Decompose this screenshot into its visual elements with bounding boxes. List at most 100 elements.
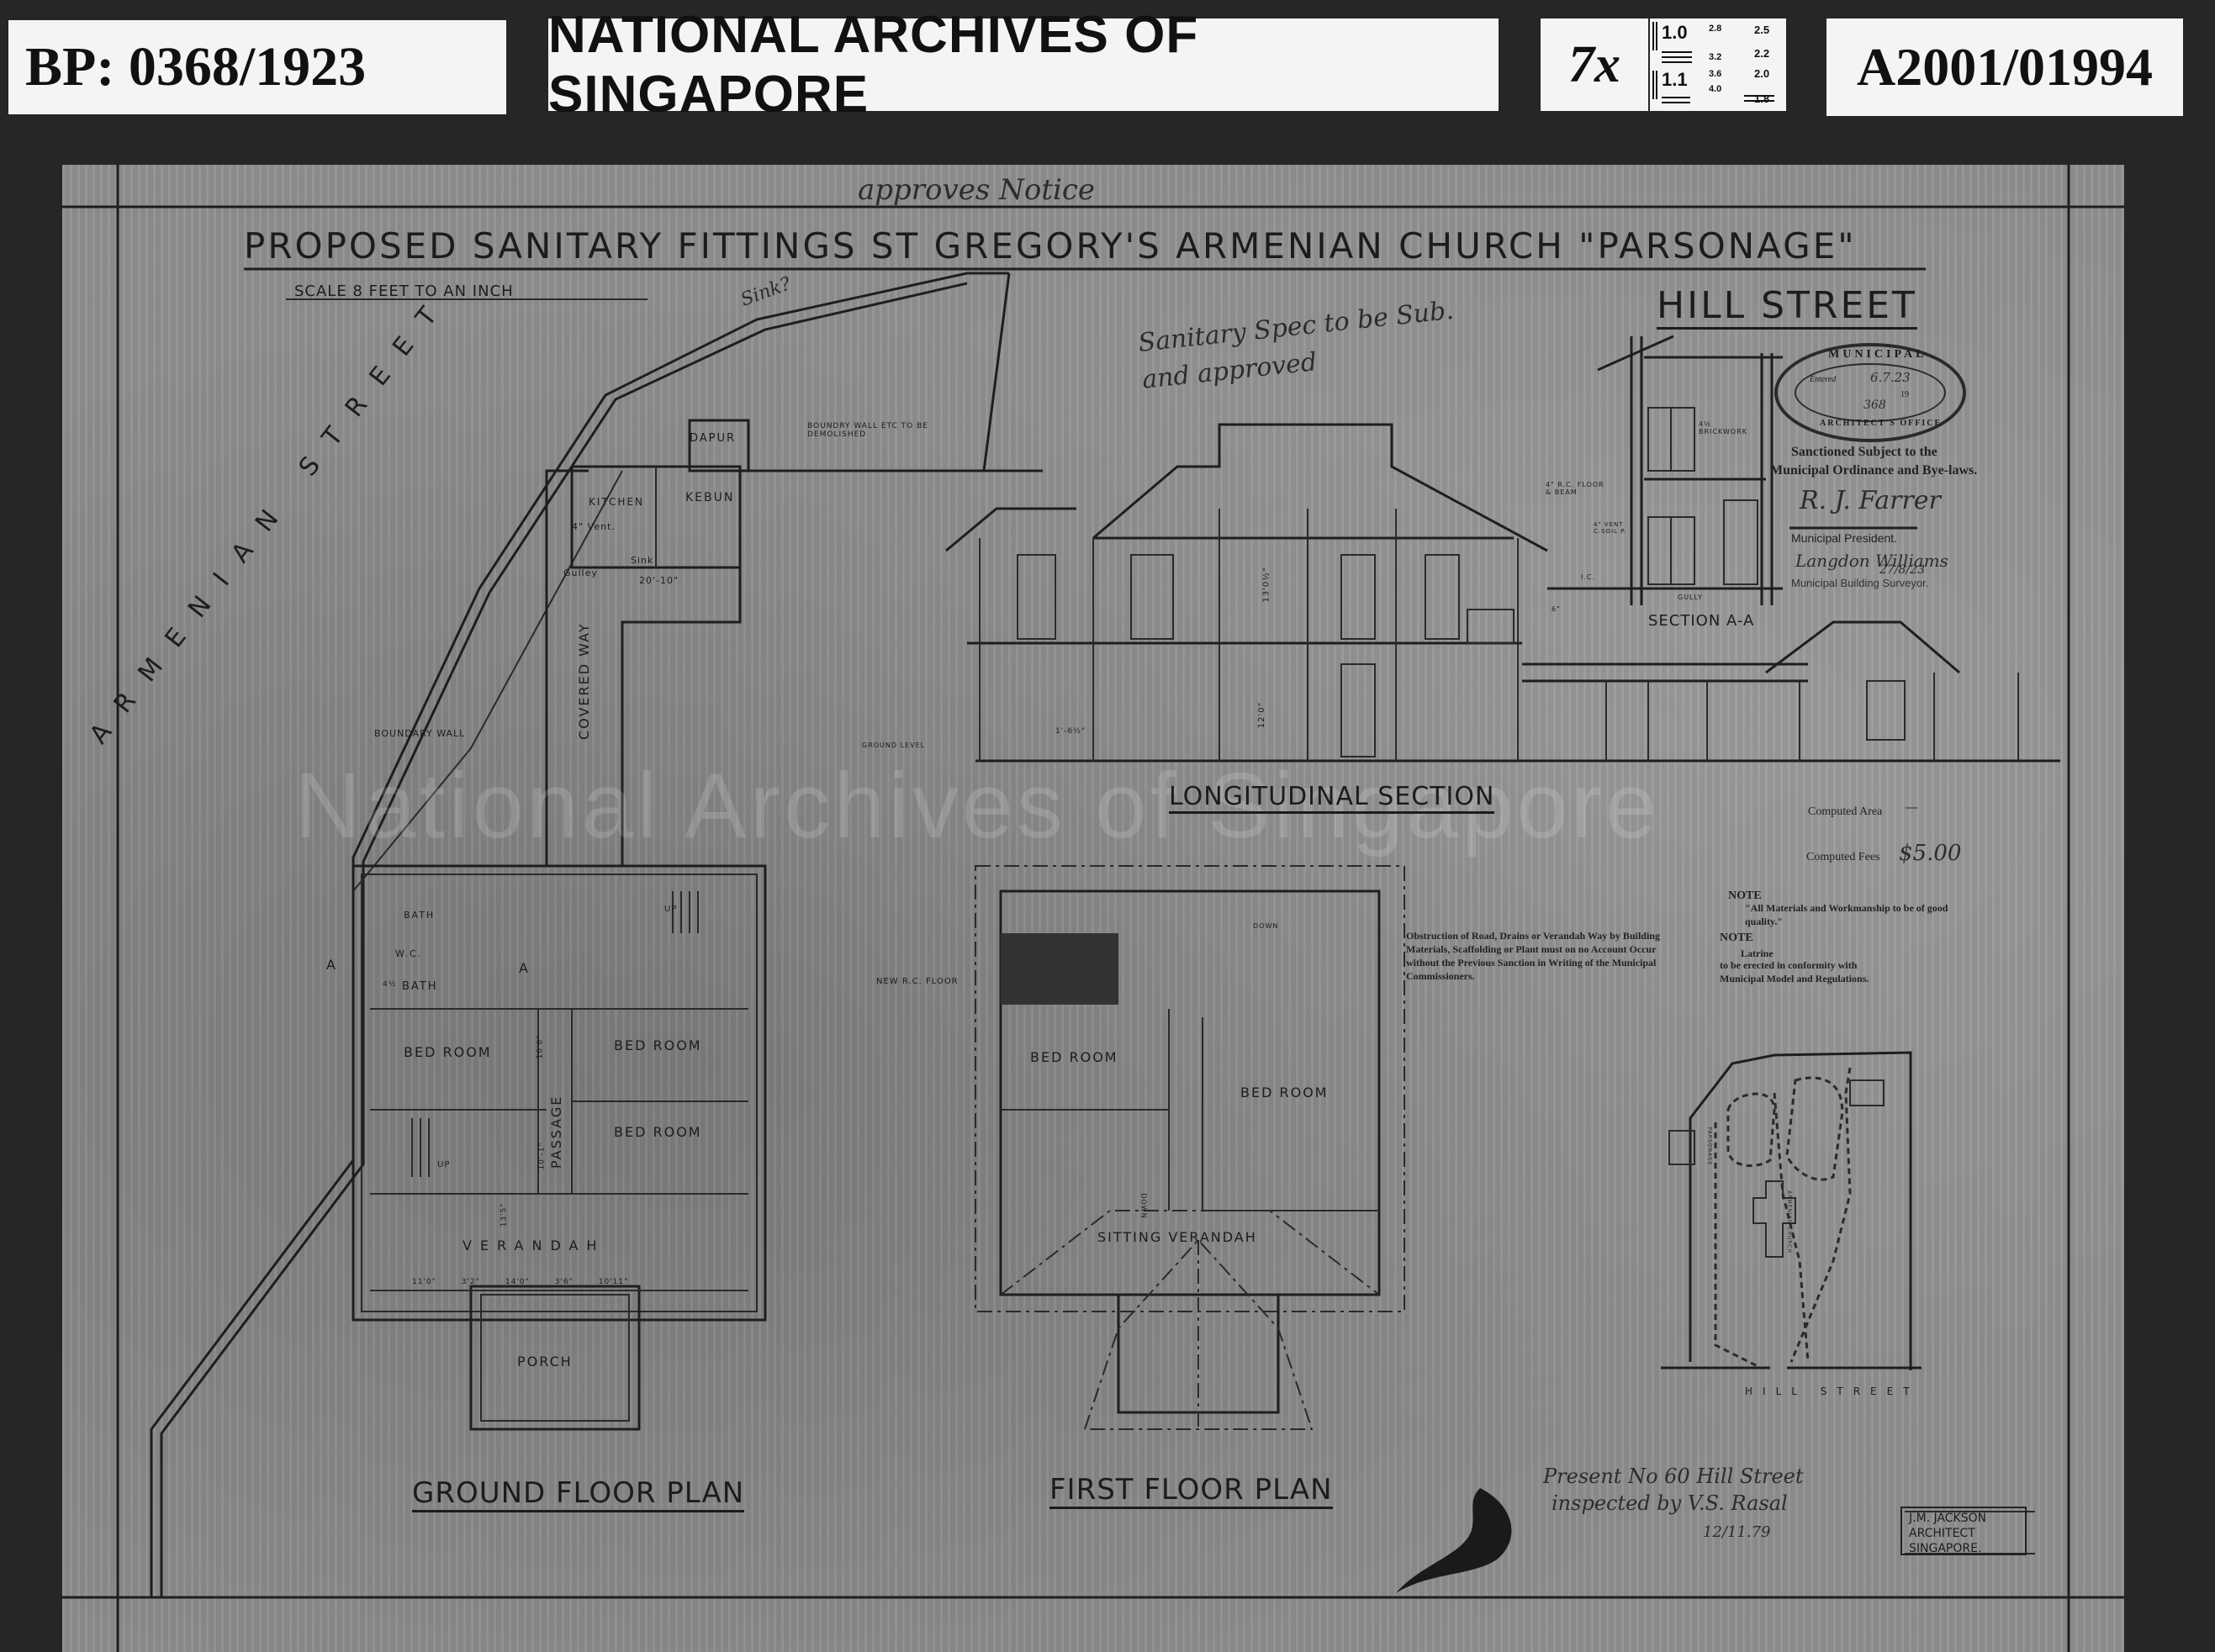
annotation-down: DOWN [1253, 922, 1279, 930]
annotation-rc-floor-beam: 4" R.C. FLOOR & BEAM [1546, 481, 1604, 496]
section-marker-a: A [519, 960, 529, 976]
drawing-title: PROPOSED SANITARY FITTINGS ST GREGORY'S … [244, 225, 1857, 267]
annotation-up: UP [437, 1160, 451, 1169]
section-aa [1547, 335, 1783, 605]
room-label-bedroom-2: BED ROOM [614, 1037, 702, 1053]
bp-number-label: BP: 0368/1923 [8, 20, 506, 114]
dimension: 3'6" [554, 1278, 574, 1286]
surveyor-date: 27/8/23 [1879, 563, 1925, 577]
target-value: 3.2 [1709, 52, 1722, 62]
architect-title-block: J.M. JACKSON ARCHITECT SINGAPORE. [1900, 1507, 2027, 1555]
target-value: 2.0 [1754, 67, 1770, 80]
room-label-porch: PORCH [517, 1354, 573, 1370]
longitudinal-section [945, 423, 2060, 763]
annotation-down: DOWN [1139, 1193, 1148, 1219]
annotation-four-half: 4½ [383, 980, 397, 989]
site-plan [1661, 1051, 1922, 1370]
room-label-wc: W.C. [395, 948, 423, 959]
president-label: Municipal President. [1791, 531, 1898, 545]
computed-fees-value: $5.00 [1899, 841, 1962, 866]
watermark: National Archives of Singapore [294, 754, 1661, 858]
room-label-bedroom-3: BED ROOM [614, 1124, 702, 1140]
annotation-ic: I.C. [1581, 573, 1596, 581]
new-rc-floor-shaded [1001, 933, 1118, 1005]
ff-room-label-bedroom-2: BED ROOM [1240, 1085, 1329, 1100]
annotation-sink: Sink [631, 555, 654, 566]
inspection-note-line-1: Present No 60 Hill Street [1543, 1465, 1804, 1488]
room-label-kitchen: KITCHEN [589, 496, 644, 508]
drawing-sheet [62, 165, 2124, 1652]
target-value: 3.6 [1709, 69, 1722, 79]
ground-floor-caption: GROUND FLOOR PLAN [412, 1476, 745, 1512]
annotation-gulley: Gulley [563, 567, 598, 578]
annotation-vent-soil: 4" VENT C.SOIL P. [1594, 521, 1627, 535]
stamp-number: 368 [1863, 398, 1886, 412]
annotation-up: UP [664, 905, 678, 914]
president-signature: R. J. Farrer [1800, 486, 1941, 515]
annotation-boundary-wall: BOUNDARY WALL [374, 728, 466, 739]
surveyor-signature: Langdon Williams [1795, 551, 1948, 571]
target-value: 1.1 [1662, 69, 1688, 90]
dimension-13-0-half: 13'0½" [1261, 567, 1271, 603]
annotation-20-10: 20'-10" [639, 575, 679, 586]
municipal-stamp: MUNICIPAL ARCHITECT'S OFFICE Entered 6.7… [1774, 343, 1966, 442]
note-subheading-latrine: Latrine [1741, 947, 1774, 959]
inspection-note-date: 12/11.79 [1703, 1523, 1771, 1541]
annotation-6in: 6" [1552, 605, 1561, 613]
note-text-1: "All Materials and Workmanship to be of … [1745, 902, 1948, 927]
room-label-kebun: KEBUN [685, 491, 735, 504]
room-label-passage: PASSAGE [548, 1095, 564, 1169]
dimension-10-0: 10'0" [536, 1034, 545, 1059]
stamp-entered-value: 6.7.23 [1870, 370, 1911, 385]
section-marker-a: A [326, 957, 336, 973]
site-church-label: ARMENIAN CHURCH [1785, 1190, 1792, 1254]
stamp-year-suffix: 19 [1900, 390, 1909, 399]
target-value: 2.5 [1754, 24, 1770, 36]
room-label-bath-upper: BATH [404, 910, 436, 921]
sanction-line-1: Sanctioned Subject to the [1791, 445, 1937, 459]
ff-room-label-sitting-verandah: SITTING VERANDAH [1097, 1229, 1257, 1245]
computed-area-label: Computed Area [1808, 805, 1883, 818]
annotation-boundary-demolished: BOUNDRY WALL ETC TO BE DEMOLISHED [807, 422, 928, 439]
resolution-bars-icon [1652, 22, 1774, 103]
target-value: 4.0 [1709, 84, 1722, 94]
room-label-verandah: VERANDAH [463, 1238, 605, 1254]
site-hill-street-label: HILL STREET [1745, 1385, 1920, 1397]
accession-number-label: A2001/01994 [1826, 18, 2183, 116]
architect-title: ARCHITECT [1909, 1527, 1975, 1540]
stamp-entered-label: Entered [1810, 375, 1837, 384]
computed-fees-label: Computed Fees [1806, 851, 1880, 863]
site-parsonage-label: PARSONAGE [1706, 1127, 1713, 1166]
target-value: 2.2 [1754, 47, 1770, 60]
dimension-1-6-half: 1'-6½" [1055, 727, 1086, 736]
resolution-target: 1.0 1.1 2.8 3.2 3.6 4.0 2.5 2.2 2.0 1.8 [1650, 18, 1786, 111]
obstruction-notice: Obstruction of Road, Drains or Verandah … [1406, 930, 1660, 982]
first-floor-caption: FIRST FLOOR PLAN [1049, 1473, 1333, 1509]
target-value: 1.0 [1662, 22, 1688, 43]
dimension: 3'2" [461, 1278, 480, 1286]
annotation-ground-level: GROUND LEVEL [862, 742, 926, 749]
longitudinal-section-caption: LONGITUDINAL SECTION [1169, 782, 1495, 814]
dimension: 14'0" [505, 1278, 530, 1286]
architect-name: J.M. JACKSON [1909, 1512, 1987, 1525]
dimension: 11'0" [412, 1278, 436, 1286]
stamp-subtitle: ARCHITECT'S OFFICE [1820, 419, 1943, 428]
sheet-border [62, 165, 2124, 1652]
computed-area-value: — [1905, 799, 1918, 815]
room-label-bath-lower: BATH [402, 980, 438, 993]
handwritten-approval-note: approves Notice [858, 173, 1096, 207]
annotation-new-rc-floor: NEW R.C. FLOOR [876, 977, 959, 986]
target-value: 2.8 [1709, 24, 1722, 34]
dimension-10-1: 10'-1" [537, 1142, 547, 1170]
inspection-note-line-2: inspected by V.S. Rasal [1552, 1491, 1788, 1515]
note-text-2: to be erected in conformity with Municip… [1720, 959, 1869, 984]
annotation-gully: GULLY [1678, 594, 1703, 601]
ground-floor-plan [352, 419, 992, 1431]
room-label-bedroom-1: BED ROOM [404, 1044, 492, 1060]
room-label-dapur: DAPUR [690, 432, 737, 445]
dimension: 10'11" [598, 1278, 629, 1286]
note-heading-1: NOTE [1728, 889, 1762, 902]
dimension-13-5: 13'5" [500, 1202, 509, 1227]
sanction-line-2: Municipal Ordinance and Bye-laws. [1770, 463, 1978, 478]
